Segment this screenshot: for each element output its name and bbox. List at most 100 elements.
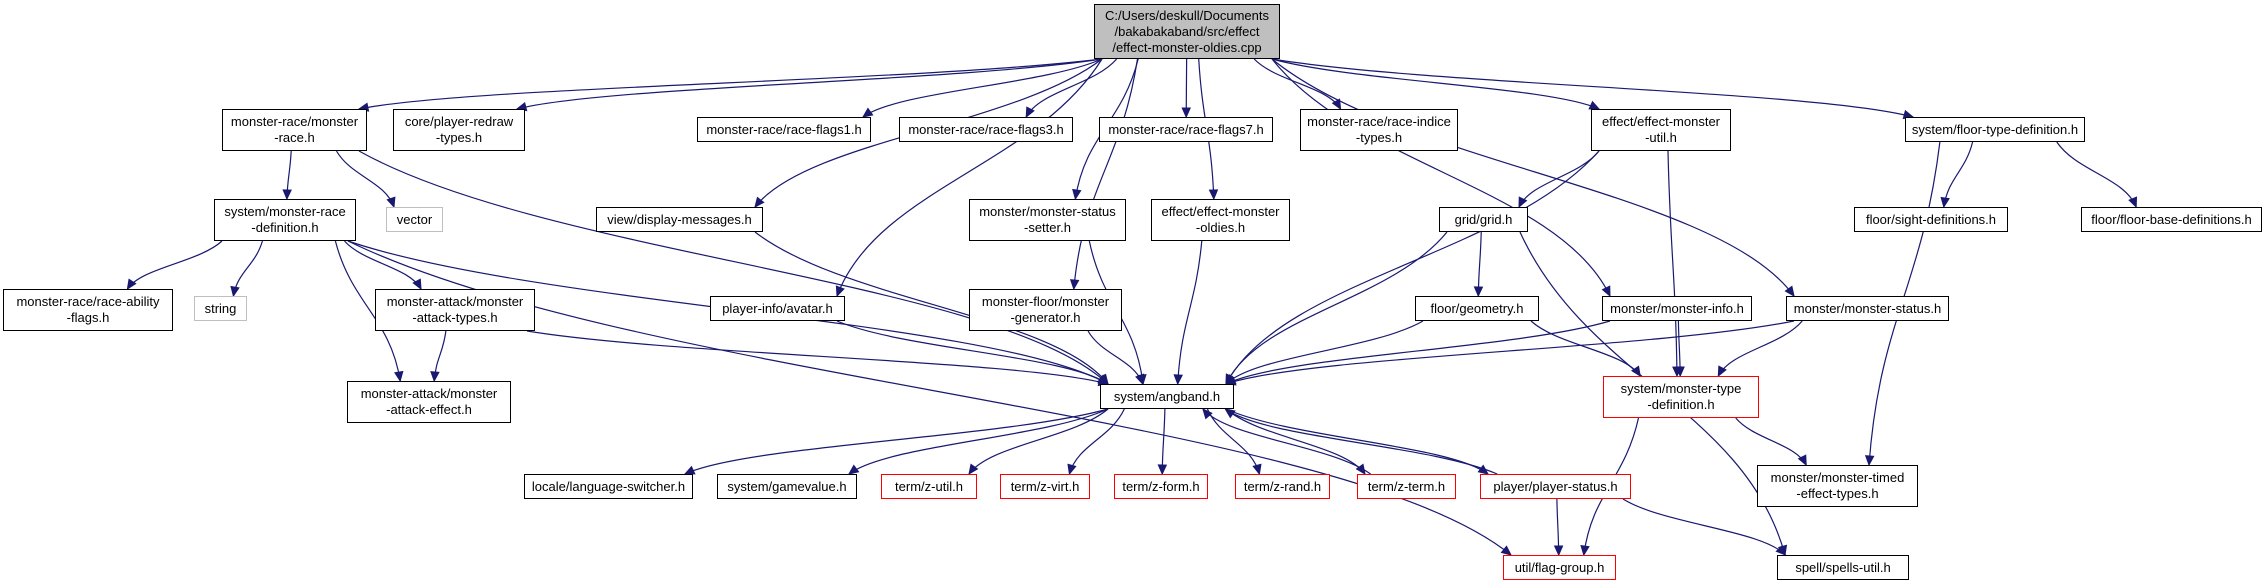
dependency-edge — [1225, 320, 1795, 385]
dependency-edge — [1271, 58, 1914, 118]
dependency-edge — [1735, 417, 1807, 466]
edge-arrowhead — [968, 463, 979, 476]
node-z-form-h[interactable]: term/z-form.h — [1114, 474, 1208, 499]
node-spells-util-h[interactable]: spell/spells-util.h — [1777, 555, 1909, 580]
edge-arrowhead — [1518, 196, 1528, 209]
edge-arrowhead — [1775, 544, 1787, 556]
edge-arrowhead — [1224, 408, 1236, 419]
node-race-indice-types-h[interactable]: monster-race/race-indice -types.h — [1300, 109, 1458, 151]
dependency-edge — [1202, 408, 1371, 475]
edge-arrowhead — [848, 464, 860, 475]
dependency-edge — [1225, 320, 1611, 385]
edge-arrowhead — [1675, 366, 1685, 378]
node-monster-race-h[interactable]: monster-race/monster -race.h — [222, 109, 367, 151]
edge-arrowhead — [430, 371, 440, 383]
edge-arrowhead — [1069, 279, 1080, 291]
node-grid-h[interactable]: grid/grid.h — [1439, 207, 1528, 232]
dependency-edge — [1073, 58, 1139, 290]
node-language-switcher-h[interactable]: locale/language-switcher.h — [524, 474, 693, 499]
node-string: string — [194, 296, 247, 321]
node-avatar-h[interactable]: player-info/avatar.h — [710, 296, 845, 321]
node-race-ability-flags-h[interactable]: monster-race/race-ability -flags.h — [3, 289, 173, 331]
dependency-edge — [1271, 58, 1795, 297]
edge-arrowhead — [1135, 373, 1145, 386]
node-effect-monster-oldies-h[interactable]: effect/effect-monster -oldies.h — [1151, 199, 1290, 241]
dependency-edge — [1943, 141, 1974, 208]
dependency-edge — [968, 408, 1109, 475]
node-player-status-h[interactable]: player/player-status.h — [1480, 474, 1631, 499]
node-z-util-h[interactable]: term/z-util.h — [881, 474, 977, 499]
edge-arrowhead — [1181, 107, 1191, 119]
dependency-edge — [358, 150, 1109, 385]
edge-arrowhead — [1580, 544, 1590, 557]
edge-arrowhead — [1202, 408, 1213, 420]
dependency-edge — [358, 58, 1103, 110]
dependency-edge — [344, 240, 422, 290]
dependency-edge — [2056, 141, 2137, 208]
edge-arrowhead — [1601, 285, 1611, 298]
node-monster-race-definition-h[interactable]: system/monster-race -definition.h — [214, 199, 356, 241]
dependency-edge — [334, 240, 401, 382]
edge-arrowhead — [754, 196, 765, 208]
dependency-edge — [1717, 320, 1803, 377]
node-sight-definitions-h[interactable]: floor/sight-definitions.h — [1854, 207, 2008, 232]
edge-arrowhead — [230, 285, 240, 298]
edge-arrowhead — [386, 196, 396, 209]
node-gamevalue-h[interactable]: system/gamevalue.h — [717, 474, 857, 499]
node-monster-attack-effect-h[interactable]: monster-attack/monster -attack-effect.h — [347, 381, 511, 423]
node-monster-timed-effect-types-h[interactable]: monster/monster-timed -effect-types.h — [1757, 465, 1918, 507]
dependency-edge — [1025, 58, 1118, 118]
node-monster-generator-h[interactable]: monster-floor/monster -generator.h — [969, 289, 1122, 331]
dependency-edge — [684, 408, 1109, 475]
dependency-edge — [1225, 408, 1489, 475]
edge-arrowhead — [1940, 196, 1950, 209]
edge-arrowhead — [1097, 374, 1110, 385]
node-monster-type-definition-h[interactable]: system/monster-type -definition.h — [1603, 376, 1759, 418]
edge-arrowhead — [1025, 106, 1035, 119]
node-flag-group-h[interactable]: util/flag-group.h — [1503, 555, 1616, 580]
node-race-flags1-h[interactable]: monster-race/race-flags1.h — [697, 117, 871, 142]
node-z-term-h[interactable]: term/z-term.h — [1357, 474, 1456, 499]
node-monster-attack-types-h[interactable]: monster-attack/monster -attack-types.h — [375, 289, 535, 331]
dependency-edge — [1477, 231, 1482, 297]
node-vector: vector — [386, 207, 443, 232]
edge-arrowhead — [1500, 545, 1512, 556]
dependency-edge — [836, 320, 1109, 385]
node-monster-info-h[interactable]: monster/monster-info.h — [1602, 296, 1752, 321]
dependency-edge — [1622, 498, 1786, 556]
edge-arrowhead — [862, 107, 874, 118]
edge-arrowhead — [126, 278, 137, 291]
edge-arrowhead — [1208, 189, 1219, 201]
dependency-edge — [1068, 408, 1125, 475]
node-race-flags3-h[interactable]: monster-race/race-flags3.h — [899, 117, 1073, 142]
edge-arrowhead — [1072, 188, 1082, 201]
edge-arrowhead — [1252, 463, 1262, 476]
dependency-edge — [1530, 320, 1641, 377]
node-angband-h[interactable]: system/angband.h — [1100, 384, 1234, 409]
edge-arrowhead — [2128, 196, 2138, 209]
node-display-messages-h[interactable]: view/display-messages.h — [596, 207, 763, 232]
edge-arrowhead — [1864, 455, 1875, 467]
node-player-redraw-types-h[interactable]: core/player-redraw -types.h — [393, 109, 525, 151]
node-floor-base-definitions-h[interactable]: floor/floor-base-definitions.h — [2081, 207, 2262, 232]
node-z-virt-h[interactable]: term/z-virt.h — [1000, 474, 1090, 499]
edge-arrowhead — [835, 285, 845, 298]
node-z-rand-h[interactable]: term/z-rand.h — [1235, 474, 1330, 499]
dependency-edge — [1087, 330, 1144, 385]
edge-arrowhead — [1553, 545, 1564, 557]
node-monster-status-setter-h[interactable]: monster/monster-status -setter.h — [969, 199, 1126, 241]
node-monster-status-h[interactable]: monster/monster-status.h — [1786, 296, 1949, 321]
node-race-flags7-h[interactable]: monster-race/race-flags7.h — [1099, 117, 1273, 142]
dependency-edge — [1161, 408, 1166, 475]
edge-arrowhead — [1331, 98, 1342, 111]
node-floor-type-definition-h[interactable]: system/floor-type-definition.h — [1905, 117, 2085, 142]
edge-arrowhead — [1797, 454, 1807, 467]
edge-arrowhead — [1067, 463, 1077, 476]
node-effect-monster-util-h[interactable]: effect/effect-monster -util.h — [1591, 109, 1731, 151]
node-geometry-h[interactable]: floor/geometry.h — [1415, 296, 1539, 321]
edge-arrowhead — [1630, 365, 1641, 378]
edge-arrowhead — [1473, 286, 1484, 298]
dependency-edge — [848, 408, 1109, 475]
dependency-edge — [526, 330, 1109, 385]
